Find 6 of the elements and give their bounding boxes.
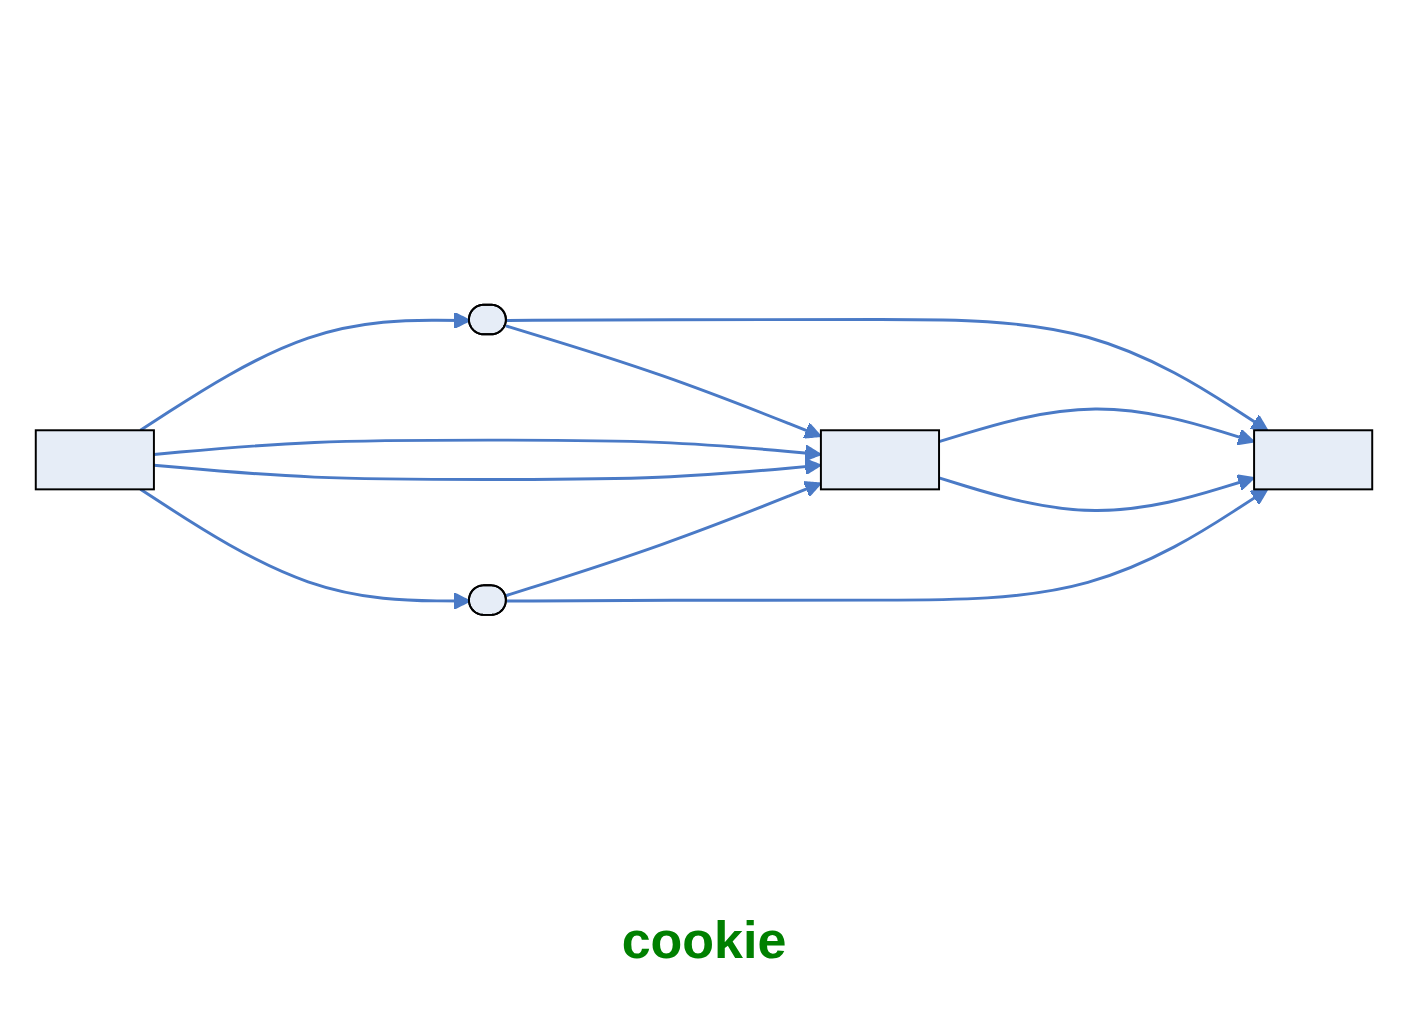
- note-text: cookie: [621, 910, 787, 970]
- node-box: [1253, 429, 1374, 491]
- arrow: [506, 488, 1269, 603]
- arrow: [506, 318, 1269, 432]
- node-box: [819, 429, 941, 491]
- node-box: [34, 429, 155, 491]
